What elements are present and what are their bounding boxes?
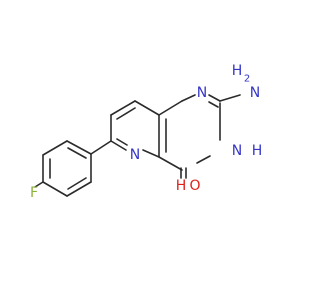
bond-c8a-c8 [158, 100, 183, 116]
bond-ph1 [66, 140, 92, 155]
bond-c2-nh2 [219, 94, 241, 102]
bond-ph5 [66, 181, 92, 197]
bond-c8a-c8b [134, 100, 160, 116]
atom-f: F [30, 185, 38, 201]
bond-ph4 [42, 181, 68, 197]
bond-c6-n5 [110, 140, 127, 151]
atom-nh2-subscript: 2 [244, 74, 250, 85]
bond-c8-c7 [110, 100, 136, 116]
bond-c8a-n1 [181, 94, 196, 102]
bond-n5-c4a [142, 149, 160, 158]
bond-c8-c7-inner [116, 107, 136, 120]
atom-o: O [189, 178, 200, 194]
bond-ph2 [42, 140, 68, 156]
bond-ph1-inner [67, 147, 87, 159]
bond-n3-c4 [196, 155, 211, 164]
bonds [34, 94, 241, 197]
structure-diagram: N N H N N H 2 O H F [30, 63, 262, 201]
molecule-canvas: N N H N N H 2 O H F [30, 63, 262, 201]
atom-labels: N N H N N H 2 O H F [30, 63, 262, 201]
bond-n1-c2-inner [208, 101, 219, 108]
atom-n1: N [197, 85, 207, 101]
bond-n1-c2 [208, 94, 221, 102]
atom-o-h: H [176, 178, 187, 194]
atom-n5: N [130, 147, 140, 163]
atom-nh2-h: H [232, 63, 243, 79]
atom-h3: H [252, 143, 263, 159]
bond-c-f [34, 181, 44, 188]
bond-c6-aryl [90, 140, 112, 155]
atom-n3: N [232, 143, 242, 159]
bond-c6-n5-inner [116, 138, 128, 146]
bond-ph5-inner [67, 177, 87, 190]
bond-c4-c4a [158, 156, 183, 171]
atom-nh2-n: N [250, 85, 260, 101]
